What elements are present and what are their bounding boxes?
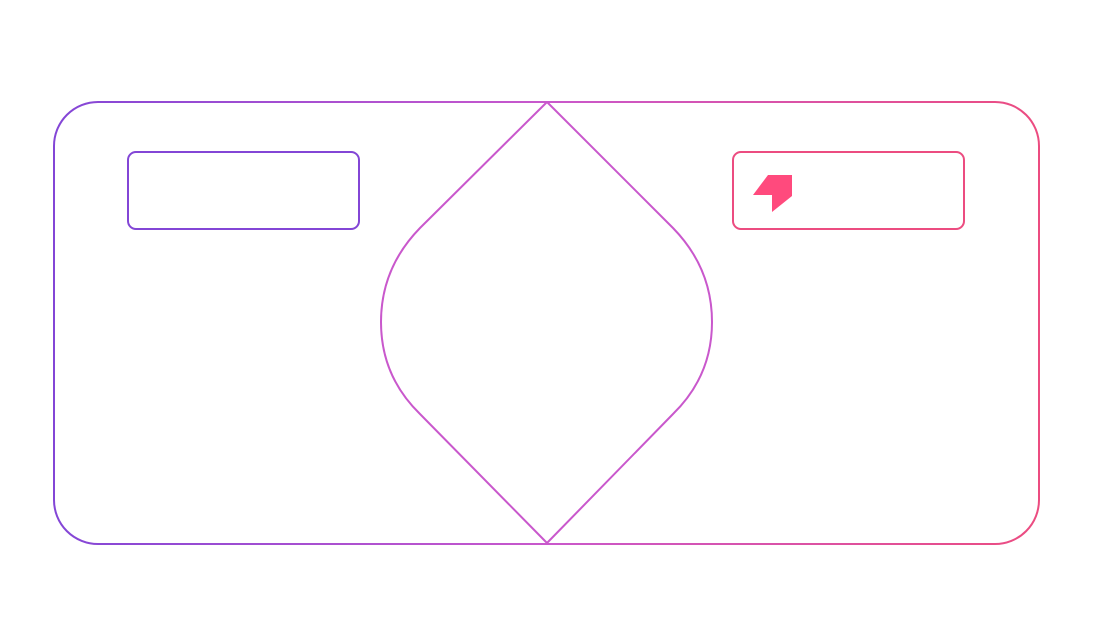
brand-logo-icon [753, 175, 792, 212]
intersection-shape [380, 101, 713, 544]
left-label-box [127, 151, 360, 230]
left-panel [127, 151, 360, 230]
outer-frame [53, 101, 1040, 545]
right-panel [732, 151, 965, 230]
right-label-box [732, 151, 965, 230]
